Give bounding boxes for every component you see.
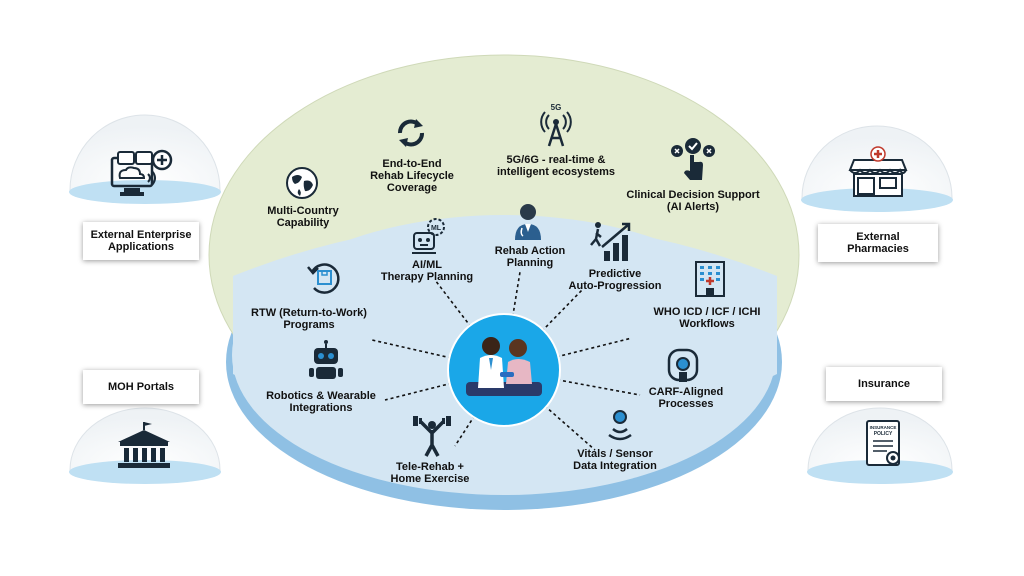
robot-icon — [309, 340, 343, 379]
return-box-icon — [307, 263, 340, 294]
scanner-icon — [667, 348, 699, 382]
sensor-signal-icon — [608, 410, 632, 441]
center-circle — [447, 313, 561, 427]
label-clinical-decision-support: Clinical Decision Support(AI Alerts) — [626, 189, 760, 213]
doctor-patient-icon — [466, 337, 542, 396]
insurance-policy-icon: INSURANCE POLICY — [866, 420, 900, 466]
insurance-icon-line2: POLICY — [874, 431, 893, 437]
pharmacy-store-icon — [848, 146, 908, 197]
antenna-5g-icon: 5G — [540, 103, 572, 147]
doctor-icon — [515, 204, 541, 240]
globe-icon — [286, 167, 318, 199]
label-5g-6g: 5G/6G - real-time &intelligent ecosystem… — [497, 154, 615, 178]
label-tele-rehab: Tele-Rehab +Home Exercise — [390, 461, 470, 485]
stairs-progress-icon — [590, 222, 631, 261]
ai-ml-robot-icon: ML — [412, 218, 445, 254]
label-rtw-programs: RTW (Return-to-Work)Programs — [251, 307, 367, 331]
government-building-icon — [118, 422, 170, 468]
decision-hand-icon — [671, 138, 715, 180]
enterprise-apps-icon — [110, 149, 173, 196]
ai-ml-icon-text: ML — [431, 225, 442, 232]
hospital-building-icon — [695, 261, 725, 297]
antenna-5g-text: 5G — [551, 103, 562, 112]
refresh-cycle-icon — [398, 119, 424, 147]
dumbbell-exercise-icon — [413, 416, 451, 457]
insurance-tag: Insurance — [826, 367, 942, 401]
insurance-icon-line1: INSURANCE — [870, 425, 897, 430]
moh-portals-tag: MOH Portals — [83, 370, 199, 404]
